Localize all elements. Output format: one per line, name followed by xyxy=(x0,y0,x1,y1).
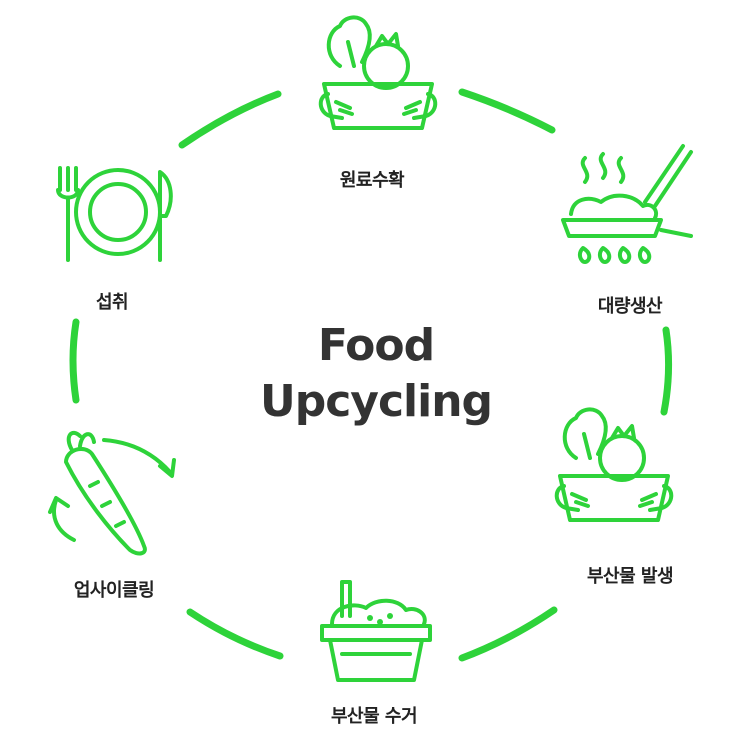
carrot-recycle-icon xyxy=(48,430,176,556)
step-label-byproduct-collection: 부산물 수거 xyxy=(330,706,418,727)
plate-cutlery-icon xyxy=(56,166,173,262)
vegetable-basket-icon xyxy=(554,407,674,522)
step-label-upcycling: 업사이클링 xyxy=(73,580,155,601)
step-label-consumption: 섭취 xyxy=(95,292,129,313)
cycle-arc-left xyxy=(69,318,80,404)
title-line-2: Upcycling xyxy=(259,376,493,427)
step-label-harvest: 원료수확 xyxy=(339,170,405,191)
step-label-byproduct-generation: 부산물 발생 xyxy=(586,566,674,587)
cycle-arc-top-right xyxy=(458,88,556,134)
cycle-arc-top-left xyxy=(178,90,282,149)
collection-container-icon xyxy=(320,580,432,682)
cycle-ring xyxy=(69,88,673,662)
vegetable-basket-icon xyxy=(318,15,438,130)
cycle-arc-right xyxy=(660,326,673,416)
cooking-pan-icon xyxy=(561,144,693,264)
title-line-1: Food xyxy=(317,320,435,371)
cycle-arc-bottom-left xyxy=(186,608,284,660)
step-label-mass-production: 대량생산 xyxy=(597,296,663,317)
cycle-arc-bottom-right xyxy=(458,606,558,662)
diagram-title: Food Upcycling xyxy=(221,318,531,430)
